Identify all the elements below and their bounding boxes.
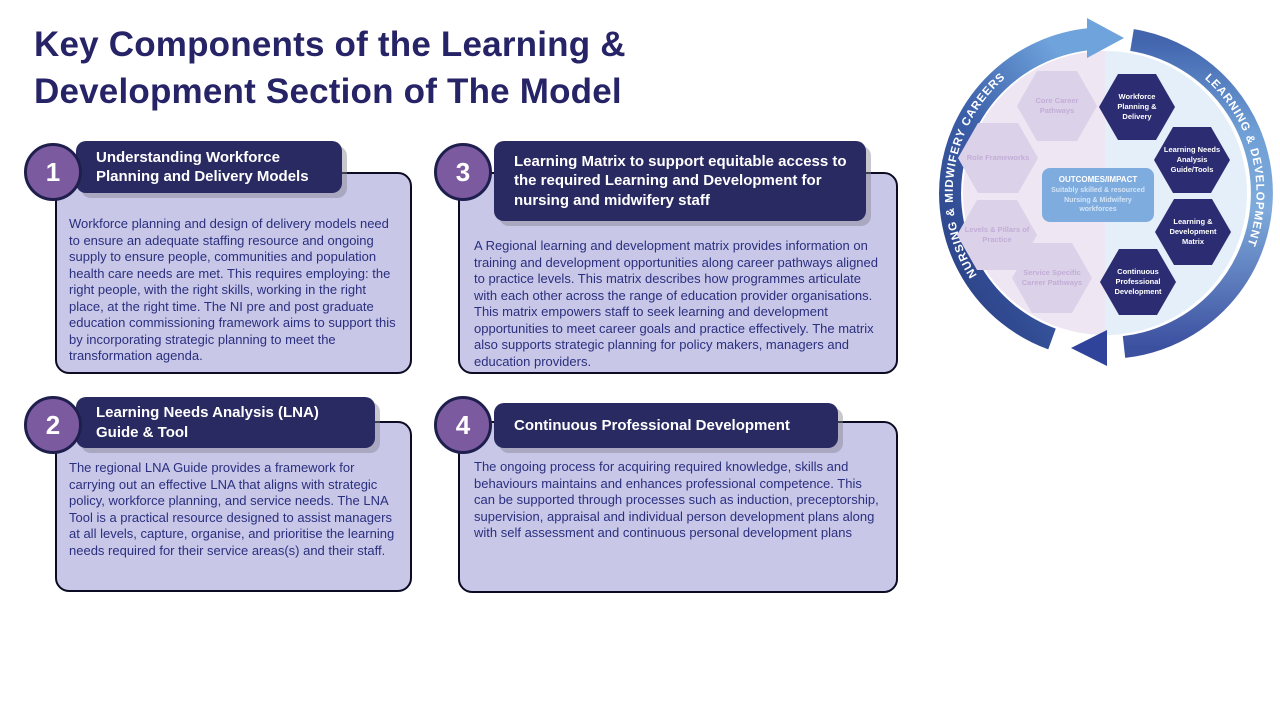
outcomes-impact-title: OUTCOMES/IMPACT: [1058, 175, 1138, 185]
hexagon-core-career-pathways: Core Career Pathways: [1017, 71, 1097, 141]
hexagon-continuous-professional-development-label: Continuous Professional Development: [1114, 266, 1162, 297]
card-2-number: 2: [45, 409, 61, 440]
card-1: Workforce planning and design of deliver…: [24, 141, 416, 377]
card-1-heading: Understanding Workforce Planning and Del…: [96, 148, 309, 186]
hexagon-role-frameworks-label: Role Frameworks: [966, 152, 1030, 162]
cycle-diagram: NURSING & MIDWIFERY CAREERS LEARNING & D…: [930, 8, 1280, 378]
card-4-header: Continuous Professional Development: [494, 403, 838, 448]
card-3-number: 3: [455, 156, 471, 187]
card-1-header: Understanding Workforce Planning and Del…: [76, 141, 342, 193]
page-title-line2: Development Section of The Model: [34, 71, 622, 111]
card-2: The regional LNA Guide provides a framew…: [24, 396, 416, 594]
outcomes-impact-box: OUTCOMES/IMPACT Suitably skilled & resou…: [1042, 168, 1154, 222]
card-2-body-text: The regional LNA Guide provides a framew…: [69, 460, 395, 558]
card-2-header: Learning Needs Analysis (LNA) Guide & To…: [76, 397, 375, 448]
careers-ring-arc: [939, 28, 1093, 350]
card-4-heading: Continuous Professional Development: [514, 416, 790, 434]
hexagon-workforce-planning-delivery-label: Workforce Planning & Delivery: [1117, 91, 1157, 122]
card-2-body: The regional LNA Guide provides a framew…: [55, 421, 412, 592]
ring-arrow-bottom-icon: [1071, 330, 1107, 366]
learning-ring-arc: [1122, 29, 1273, 358]
card-3-number-badge: 3: [434, 143, 492, 201]
hexagon-learning-development-matrix-label: Learning & Development Matrix: [1169, 216, 1217, 247]
card-4-number: 4: [455, 409, 471, 440]
card-3-header: Learning Matrix to support equitable acc…: [494, 141, 866, 221]
ring-arrow-top-icon: [1087, 18, 1124, 58]
card-1-body-text: Workforce planning and design of deliver…: [69, 216, 396, 363]
hexagon-service-specific-career-pathways: Service Specific Career Pathways: [1012, 243, 1092, 313]
page-title-line1: Key Components of the Learning &: [34, 25, 626, 64]
card-2-number-badge: 2: [24, 396, 82, 454]
hexagon-service-specific-career-pathways-label: Service Specific Career Pathways: [1021, 267, 1083, 287]
card-4-body: The ongoing process for acquiring requir…: [458, 421, 898, 593]
card-1-number: 1: [45, 156, 61, 187]
card-3-heading: Learning Matrix to support equitable acc…: [514, 152, 847, 209]
page-title: Key Components of the Learning & Develop…: [34, 22, 794, 116]
card-4-body-text: The ongoing process for acquiring requir…: [474, 459, 879, 540]
card-4-number-badge: 4: [434, 396, 492, 454]
card-3: A Regional learning and development matr…: [434, 141, 902, 377]
hexagon-levels-pillars-practice-label: Levels & Pillars of Practice: [964, 224, 1030, 244]
outcomes-impact-subtitle: Suitably skilled & resourced Nursing & M…: [1051, 187, 1145, 214]
card-4: The ongoing process for acquiring requir…: [434, 396, 902, 594]
card-3-body-text: A Regional learning and development matr…: [474, 238, 878, 369]
hexagon-core-career-pathways-label: Core Career Pathways: [1035, 95, 1079, 115]
hexagon-learning-needs-analysis-label: Learning Needs Analysis Guide/Tools: [1163, 144, 1221, 175]
card-2-heading: Learning Needs Analysis (LNA) Guide & To…: [96, 404, 319, 441]
card-1-body: Workforce planning and design of deliver…: [55, 172, 412, 374]
card-1-number-badge: 1: [24, 143, 82, 201]
